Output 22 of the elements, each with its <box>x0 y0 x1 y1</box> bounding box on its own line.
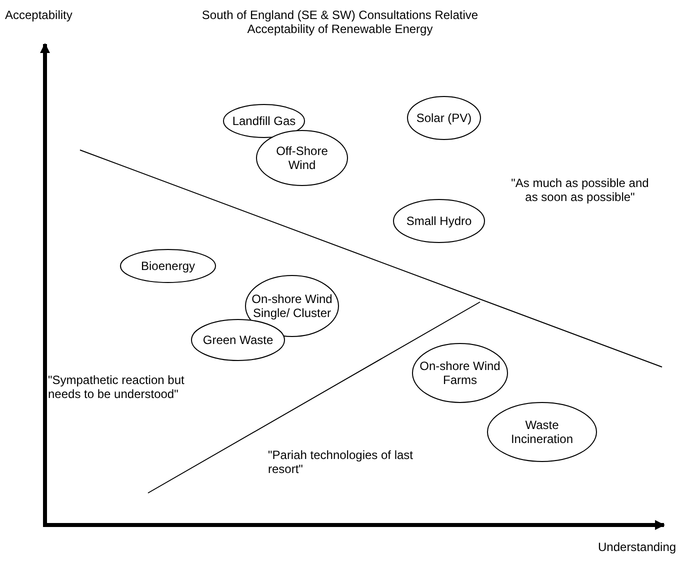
zone-quote: "Pariah technologies of last resort" <box>268 448 414 476</box>
zone-quote: "Sympathetic reaction but needs to be understood" <box>48 373 186 401</box>
technology-label: Waste Incineration <box>510 418 574 446</box>
technology-ellipse <box>412 343 508 403</box>
technology-ellipse <box>393 199 485 243</box>
technology-label: Small Hydro <box>405 214 473 228</box>
technology-label: Landfill Gas <box>231 114 297 128</box>
technology-label: Solar (PV) <box>415 111 473 125</box>
technology-label: Bioenergy <box>140 259 196 273</box>
chart-title: South of England (SE & SW) Consultations Relative Acceptability of Renewable Energy <box>200 8 480 36</box>
technology-ellipse <box>407 96 481 140</box>
technology-ellipse <box>120 249 216 283</box>
axis-label: Acceptability <box>5 8 72 22</box>
zone-quote: "As much as possible and as soon as possible" <box>510 176 650 204</box>
technology-ellipse <box>191 319 285 361</box>
technology-label: Green Waste <box>202 333 274 347</box>
technology-label: On-shore Wind Single/ Cluster <box>250 292 334 320</box>
technology-ellipse <box>256 130 348 186</box>
axis-label: Understanding <box>598 540 676 554</box>
technology-ellipse <box>487 402 597 462</box>
technology-label: Off-Shore Wind <box>275 144 329 172</box>
technology-label: On-shore Wind Farms <box>418 359 502 387</box>
